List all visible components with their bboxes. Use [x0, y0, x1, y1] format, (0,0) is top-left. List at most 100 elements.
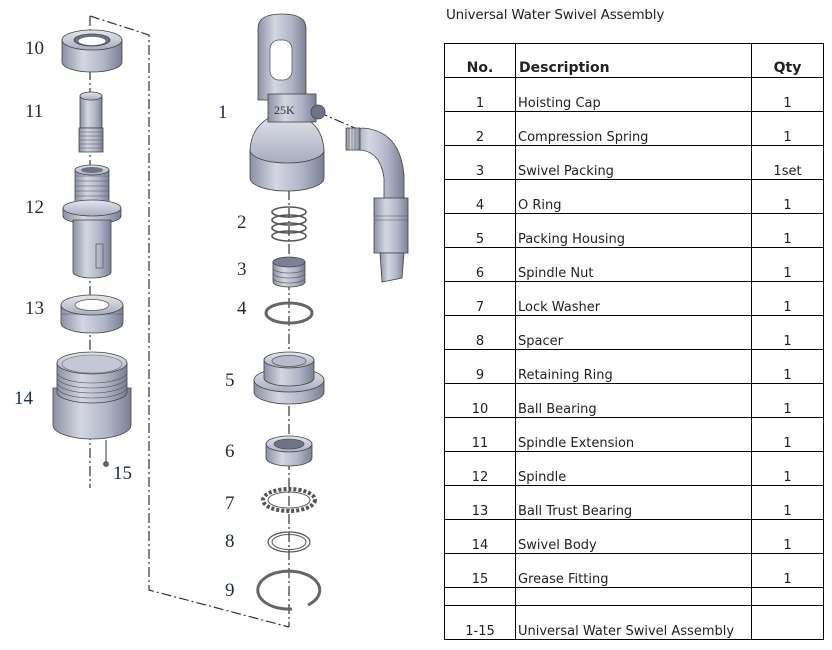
- cell-no: 8: [444, 315, 516, 350]
- cell-qty: 1: [751, 519, 824, 554]
- cell-description: Universal Water Swivel Assembly: [515, 605, 752, 640]
- callout-12: 12: [25, 197, 44, 218]
- callout-1: 1: [218, 102, 228, 123]
- cell-qty: 1: [751, 281, 824, 316]
- cell-description: Retaining Ring: [515, 349, 752, 384]
- cell-description: Ball Bearing: [515, 383, 752, 418]
- callout-15: 15: [113, 463, 132, 484]
- callout-7: 7: [225, 493, 235, 514]
- part-swivel-body: [52, 351, 132, 467]
- part-ball-bearing: [61, 29, 123, 73]
- cell-description: Packing Housing: [515, 213, 752, 248]
- callout-9: 9: [225, 580, 235, 601]
- cell-qty: 1: [751, 553, 824, 588]
- part-swivel-packing: [272, 256, 306, 288]
- callout-10: 10: [25, 38, 44, 59]
- cell-no: 3: [444, 145, 516, 180]
- cell-no: 5: [444, 213, 516, 248]
- assembly-title: Universal Water Swivel Assembly: [446, 7, 665, 23]
- callout-8: 8: [225, 531, 235, 552]
- cell-description: Lock Washer: [515, 281, 752, 316]
- cell-empty: [515, 587, 752, 606]
- cell-qty: 1: [751, 349, 824, 384]
- cell-description: Hoisting Cap: [515, 77, 752, 112]
- part-thrust-bearing: [60, 294, 124, 334]
- callout-6: 6: [225, 441, 235, 462]
- cell-qty: 1: [751, 315, 824, 350]
- cell-description: Spindle Extension: [515, 417, 752, 452]
- cell-description: Spacer: [515, 315, 752, 350]
- cell-qty: 1: [751, 451, 824, 486]
- table-spacer-row: [444, 587, 824, 606]
- cell-no: 6: [444, 247, 516, 282]
- cell-empty: [751, 587, 824, 606]
- part-spindle: [62, 164, 122, 279]
- cell-no: 9: [444, 349, 516, 384]
- cell-description: Compression Spring: [515, 111, 752, 146]
- cell-qty: 1: [751, 417, 824, 452]
- part-label-text: 25K: [274, 103, 295, 117]
- cell-description: Spindle Nut: [515, 247, 752, 282]
- callout-14: 14: [14, 388, 34, 409]
- cell-description: Spindle: [515, 451, 752, 486]
- cell-qty: [751, 605, 824, 640]
- part-hoisting-cap: 25K: [249, 13, 326, 192]
- part-spindle-nut: [265, 435, 313, 467]
- cell-description: Swivel Packing: [515, 145, 752, 180]
- part-packing-housing: [253, 351, 325, 405]
- part-lock-washer: [261, 487, 317, 513]
- callout-5: 5: [225, 370, 235, 391]
- cell-no: 15: [444, 553, 516, 588]
- cell-no: 12: [444, 451, 516, 486]
- cell-qty: 1: [751, 213, 824, 248]
- cell-qty: 1set: [751, 145, 824, 180]
- cell-no: 14: [444, 519, 516, 554]
- cell-qty: 1: [751, 111, 824, 146]
- cell-qty: 1: [751, 247, 824, 282]
- table-header-row: No. Description Qty: [444, 43, 824, 78]
- cell-qty: 1: [751, 383, 824, 418]
- callout-4: 4: [237, 298, 247, 319]
- cell-description: Ball Trust Bearing: [515, 485, 752, 520]
- cell-empty: [444, 587, 516, 606]
- cell-no: 13: [444, 485, 516, 520]
- cell-no: 4: [444, 179, 516, 214]
- callout-3: 3: [237, 259, 247, 280]
- cell-no: 11: [444, 417, 516, 452]
- cell-no: 10: [444, 383, 516, 418]
- cell-no: 7: [444, 281, 516, 316]
- part-spacer: [267, 531, 311, 553]
- cell-qty: 1: [751, 179, 824, 214]
- part-compression-spring: [271, 206, 307, 242]
- frame-connector-line: [89, 15, 290, 628]
- header-qty: Qty: [751, 43, 824, 78]
- cell-qty: 1: [751, 485, 824, 520]
- part-elbow-fitting: [345, 127, 409, 283]
- part-grease-fitting: [103, 461, 109, 467]
- header-no: No.: [444, 43, 516, 78]
- callout-2: 2: [237, 212, 247, 233]
- callout-13: 13: [25, 298, 44, 319]
- cell-description: Grease Fitting: [515, 553, 752, 588]
- part-o-ring: [264, 301, 314, 325]
- cell-no: 2: [444, 111, 516, 146]
- callout-11: 11: [25, 101, 43, 122]
- header-description: Description: [515, 43, 752, 78]
